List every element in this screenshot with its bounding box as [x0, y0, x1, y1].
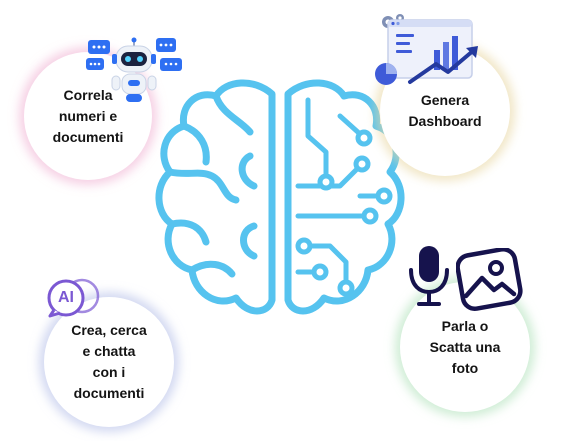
robot-icon [86, 37, 182, 102]
voice-photo-label: Parla o Scatta una foto [429, 317, 501, 376]
dashboard-label: Genera Dashboard [408, 92, 482, 129]
correla-label: Correla numeri e documenti [52, 86, 124, 145]
correla-bubble: Correla numeri e documenti [24, 52, 152, 180]
brain-icon [155, 79, 405, 315]
microphone-icon [409, 246, 449, 306]
ai-label: AI [58, 289, 74, 306]
chat-bubble: Crea, cerca e chatta con i documenti [44, 297, 174, 427]
ai-chat-icon: AI [46, 276, 106, 318]
image-icon [456, 248, 523, 311]
dashboard-icon [375, 14, 478, 85]
chat-label: Crea, cerca e chatta con i documenti [71, 322, 147, 401]
